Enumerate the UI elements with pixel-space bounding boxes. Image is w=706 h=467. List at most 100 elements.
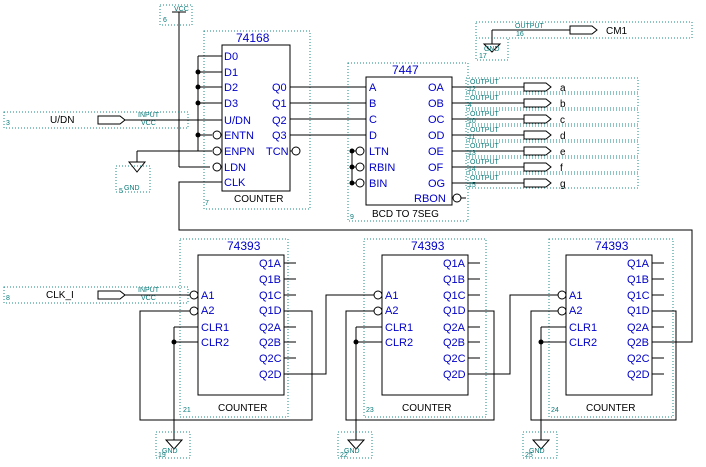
counter-1-q2b: Q2B: [259, 337, 281, 349]
output-c[interactable]: OUTPUT 10 c: [465, 109, 639, 126]
pin-7447-ltn: LTN: [369, 146, 389, 158]
output-f[interactable]: OUTPUT 14 f: [465, 157, 639, 174]
output-a-tag: OUTPUT: [470, 79, 500, 86]
counter-1-q1b: Q1B: [259, 274, 281, 286]
pin-7447-of: OF: [428, 162, 444, 174]
gnd-counter-1: GND 19: [155, 431, 191, 459]
output-d[interactable]: OUTPUT 11 d: [465, 125, 639, 142]
gnd-counter-2-num: 22: [340, 452, 348, 459]
chip-74168-ref: 7: [205, 200, 209, 207]
pin-7447-oc: OC: [428, 114, 445, 126]
input-udn-num: 3: [6, 120, 10, 127]
output-g-num: 15: [468, 182, 476, 189]
output-b-tag: OUTPUT: [470, 95, 500, 102]
pin-74168-tcn: TCN: [266, 146, 289, 158]
pin-7447-b: B: [369, 98, 376, 110]
counter-3-q1b: Q1B: [627, 274, 649, 286]
counter-1-q2a: Q2A: [259, 322, 282, 334]
pin-7447-oe: OE: [428, 146, 444, 158]
counter-1-q2d: Q2D: [259, 369, 282, 381]
input-clk-i-tag: INPUT: [138, 287, 160, 294]
pin-7447-bin: BIN: [369, 178, 387, 190]
gnd-counter-3-label: GND: [529, 448, 545, 455]
counter-1-a2: A2: [201, 305, 214, 317]
counter-1-ref: 21: [183, 407, 191, 414]
output-d-name: d: [560, 131, 566, 142]
chip-7447-title: 7447: [392, 63, 419, 77]
pin-7447-oa: OA: [428, 82, 445, 94]
pin-7447-rbin: RBIN: [369, 162, 395, 174]
counter-2-caption: COUNTER: [402, 403, 451, 414]
counter-74393-2[interactable]: 74393 COUNTER 23 A1 A2 CLR1 CLR2 Q1A Q1B…: [356, 238, 487, 418]
counter-2-a2: A2: [385, 305, 398, 317]
output-g[interactable]: OUTPUT 15 g: [465, 173, 639, 190]
output-b[interactable]: OUTPUT 4 b: [465, 93, 639, 110]
counter-74393-1[interactable]: 74393 COUNTER 21 A1 A2 CLR1 CLR2 Q1A Q1B…: [174, 238, 296, 418]
output-a[interactable]: OUTPUT 12 a: [465, 77, 639, 94]
output-e-num: 13: [468, 150, 476, 157]
input-clk-i[interactable]: 8 CLK_I INPUT VCC: [3, 286, 190, 304]
pin-74168-d0: D0: [224, 51, 238, 63]
output-c-name: c: [560, 115, 565, 126]
output-d-num: 11: [468, 134, 475, 141]
gnd-counter-3-num: 25: [525, 452, 533, 459]
counter-3-a1: A1: [569, 290, 582, 302]
pin-74168-d3: D3: [224, 98, 238, 110]
counter-3-q1d: Q1D: [627, 305, 650, 317]
chip-74168-caption: COUNTER: [234, 194, 283, 205]
counter-1-title: 74393: [227, 239, 261, 253]
output-e[interactable]: OUTPUT 13 e: [465, 141, 639, 158]
counter-3-q2c: Q2C: [627, 353, 650, 365]
counter-1-a1: A1: [201, 290, 214, 302]
pin-7447-d: D: [369, 130, 377, 142]
counter-2-q2c: Q2C: [443, 353, 466, 365]
counter-3-clr1: CLR1: [569, 322, 597, 334]
vcc-num: 6: [163, 17, 167, 24]
pin-7447-ob: OB: [428, 98, 444, 110]
gnd-74168-num: 5: [119, 188, 123, 195]
gnd-counter-3: GND 25: [522, 431, 558, 459]
counter-74393-3[interactable]: 74393 COUNTER 24 A1 A2 CLR1 CLR2 Q1A Q1B…: [541, 238, 674, 418]
input-udn-tag: INPUT: [138, 112, 160, 119]
pin-74168-q3: Q3: [272, 130, 287, 142]
counter-2-ref: 23: [366, 407, 374, 414]
counter-3-q1a: Q1A: [627, 258, 650, 270]
counter-1-caption: COUNTER: [218, 403, 267, 414]
pin-74168-ldn: LDN: [224, 162, 246, 174]
pin-7447-a: A: [369, 82, 377, 94]
output-e-name: e: [560, 147, 566, 158]
counter-3-title: 74393: [595, 239, 629, 253]
output-cm1[interactable]: OUTPUT 16 CM1 GND 17: [475, 21, 693, 61]
pin-7447-od: OD: [428, 130, 445, 142]
pin-74168-clk: CLK: [224, 177, 246, 189]
counter-1-q1a: Q1A: [259, 258, 282, 270]
chip-7447-caption: BCD TO 7SEG: [372, 209, 439, 220]
input-udn-name: U/DN: [50, 115, 74, 126]
pin-74168-d1: D1: [224, 67, 238, 79]
input-udn-vcc: VCC: [141, 120, 156, 127]
input-clk-i-vcc: VCC: [141, 295, 156, 302]
pin-74168-q1: Q1: [272, 98, 287, 110]
input-clk-i-name: CLK_I: [46, 290, 74, 301]
pin-7447-og: OG: [428, 178, 445, 190]
counter-2-q2b: Q2B: [443, 337, 465, 349]
pin-7447-c: C: [369, 114, 377, 126]
output-g-name: g: [560, 179, 566, 190]
pin-74168-entn: ENTN: [224, 130, 254, 142]
chip-7447[interactable]: 7447 BCD TO 7SEG 9 A B C D LTN RBIN BIN …: [347, 62, 469, 222]
output-c-num: 10: [468, 118, 476, 125]
counter-2-a1: A1: [385, 290, 398, 302]
counter-wiring: [139, 181, 693, 440]
vcc-symbol: VCC 6: [159, 4, 210, 168]
counter-2-title: 74393: [411, 239, 445, 253]
output-f-tag: OUTPUT: [470, 159, 500, 166]
output-b-name: b: [560, 99, 566, 110]
gnd-counter-2-label: GND: [344, 448, 360, 455]
output-cm1-tag: OUTPUT: [515, 23, 545, 30]
chip-74168[interactable]: 74168 COUNTER 7 D0 D1 D2 D3 U/DN ENTN EN…: [195, 30, 369, 210]
input-udn[interactable]: 3 U/DN INPUT VCC: [3, 111, 222, 129]
pin-74168-udn: U/DN: [224, 115, 251, 127]
counter-3-q2b: Q2B: [627, 337, 649, 349]
counter-2-clr1: CLR1: [385, 322, 413, 334]
